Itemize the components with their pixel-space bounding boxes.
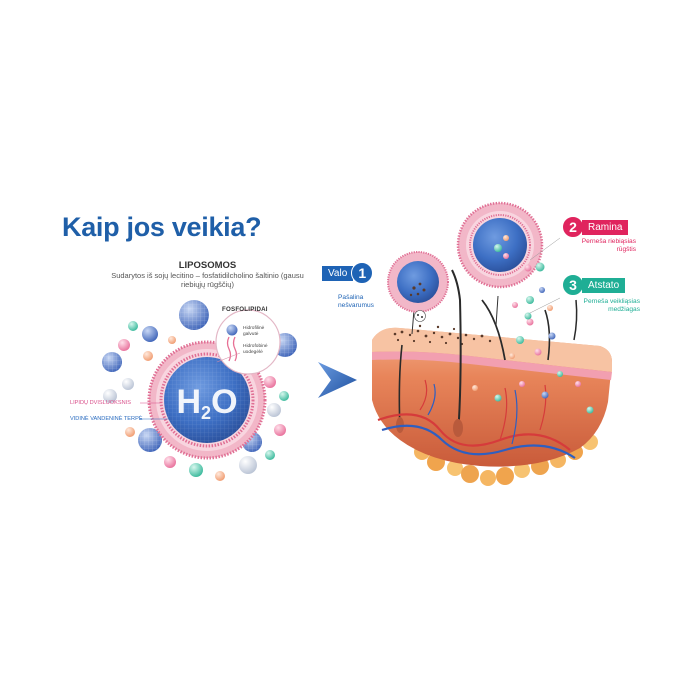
inner-water-label: VIDINĖ VANDENINĖ TERPĖ — [70, 416, 143, 422]
direction-arrow — [318, 362, 357, 398]
step-3-number: 3 — [562, 274, 584, 296]
hydrophilic-label: Hidrofilinė galvutė — [243, 326, 265, 337]
step-2-note: Perneša riebiąsias rūgštis — [581, 238, 636, 253]
liposome-subheading: Sudarytos iš sojų lecitino – fosfatidilc… — [111, 271, 304, 289]
hydrophobic-label: Hidrofobinė uodegėlė — [243, 344, 268, 355]
step-2-word: Ramina — [582, 219, 629, 235]
step-3-word: Atstato — [582, 277, 626, 293]
step-1-note: Pašalina nešvarumus — [338, 294, 374, 309]
skin-cross-section — [372, 269, 612, 486]
step-1-badge: Valo 1 — [322, 262, 374, 284]
step-3-badge: 3 Atstato — [562, 274, 626, 296]
liposome-heading: LIPOSOMOS — [178, 260, 237, 271]
liposome-step-2 — [456, 201, 545, 327]
step-1-number: 1 — [351, 262, 374, 284]
step-2-badge: 2 Ramina — [562, 216, 629, 238]
step-2-number: 2 — [562, 216, 584, 238]
lipid-bilayer-label: LIPIDŲ DVISLUOKSNIS — [70, 400, 131, 406]
liposome-left: H2O — [102, 300, 297, 481]
fosfolipidai-label: FOSFOLIPIDAI — [222, 306, 268, 313]
step-3-note: Perneša veikliąsias medžiagas — [583, 298, 640, 313]
step-1-word: Valo — [322, 265, 354, 281]
page-title: Kaip jos veikia? — [62, 212, 262, 242]
liposome-step-1 — [387, 251, 449, 335]
water-core-label: H2O — [176, 383, 237, 423]
